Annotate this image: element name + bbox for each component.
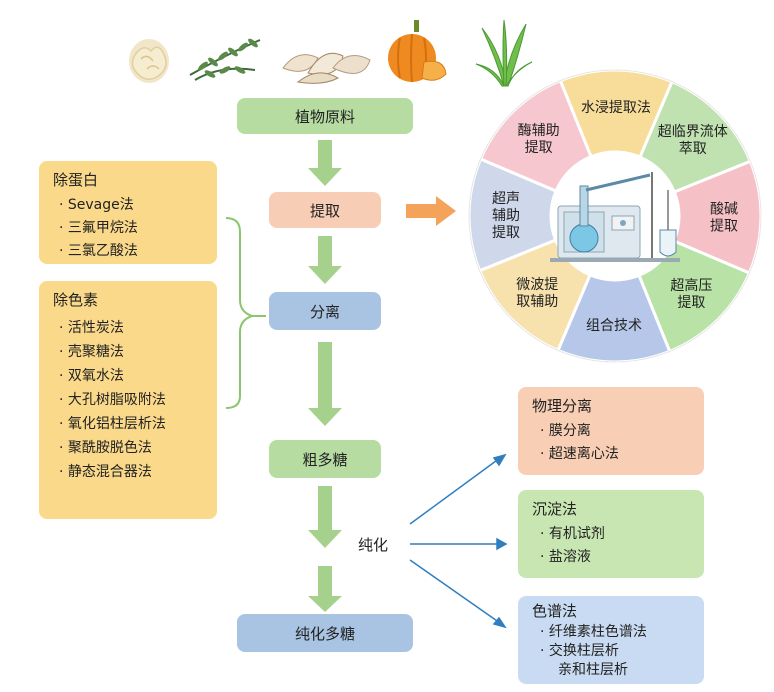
list-item: · 聚酰胺脱色法 [59,440,152,456]
list-item: · 静态混合器法 [59,464,152,480]
physical-separation-title: 物理分离 [532,397,593,415]
list-item: · 有机试剂 [540,526,605,542]
list-item: · 双氧水法 [59,368,124,384]
separation-box: 分离 [269,292,381,330]
aloe-icon [475,19,533,87]
lab-apparatus-icon [550,172,680,262]
list-item: · 活性炭法 [59,320,124,336]
chromatography-title: 色谱法 [532,602,578,620]
wheel-outline [468,69,762,363]
list-item: · 三氟甲烷法 [59,220,138,236]
list-item: · 盐溶液 [540,549,591,565]
chromatography-panel: 色谱法 · 纤维素柱色谱法 · 交换柱层析 亲和柱层析 [518,596,704,684]
list-item: · 壳聚糖法 [59,344,124,360]
raw-material-box: 植物原料 [237,98,413,134]
pigment-removal-panel: 除色素 · 活性炭法 · 壳聚糖法 · 双氧水法 · 大孔树脂吸附法 · 氧化铝… [39,281,217,519]
wheel-segment-label: 水浸提取法 [581,100,651,116]
wheel-segment-label: 组合技术 [586,318,642,334]
physical-separation-panel: 物理分离 · 膜分离 · 超速离心法 [518,387,704,475]
wheel-segment-label: 微波提取辅助 [516,277,558,310]
list-item: 亲和柱层析 [558,662,628,678]
herb-plant-icon [189,38,261,81]
purified-polysaccharide-box: 纯化多糖 [237,614,413,652]
protein-removal-panel: 除蛋白 · Sevage法 · 三氟甲烷法 · 三氯乙酸法 [39,161,217,264]
list-item: · 大孔树脂吸附法 [59,392,166,408]
list-item: · 超速离心法 [540,446,619,462]
list-item: · 三氯乙酸法 [59,243,138,259]
extraction-box: 提取 [269,192,381,228]
wheel-segment-label: 酶辅助提取 [518,123,560,156]
wheel-segment-label: 超高压提取 [670,277,712,311]
wheel-segment-label: 超声辅助提取 [492,191,520,241]
wheel-segment-label: 超临界流体萃取 [658,124,728,157]
purification-label: 纯化 [358,536,389,554]
precipitation-title: 沉淀法 [532,500,578,518]
list-item: · 氧化铝柱层析法 [59,416,166,432]
list-item: · Sevage法 [59,197,134,213]
protein-removal-title: 除蛋白 [53,171,99,189]
list-item: · 交换柱层析 [540,643,619,659]
crude-polysaccharide-box: 粗多糖 [269,440,381,478]
precipitation-panel: 沉淀法 · 有机试剂 · 盐溶液 [518,490,704,578]
tremella-mushroom-icon [129,39,169,83]
list-item: · 纤维素柱色谱法 [540,624,647,640]
wheel-segment-label: 酸碱提取 [710,201,738,234]
pumpkin-icon [388,20,447,83]
pigment-removal-title: 除色素 [53,291,99,309]
dried-slices-icon [282,52,371,84]
list-item: · 膜分离 [540,423,591,439]
